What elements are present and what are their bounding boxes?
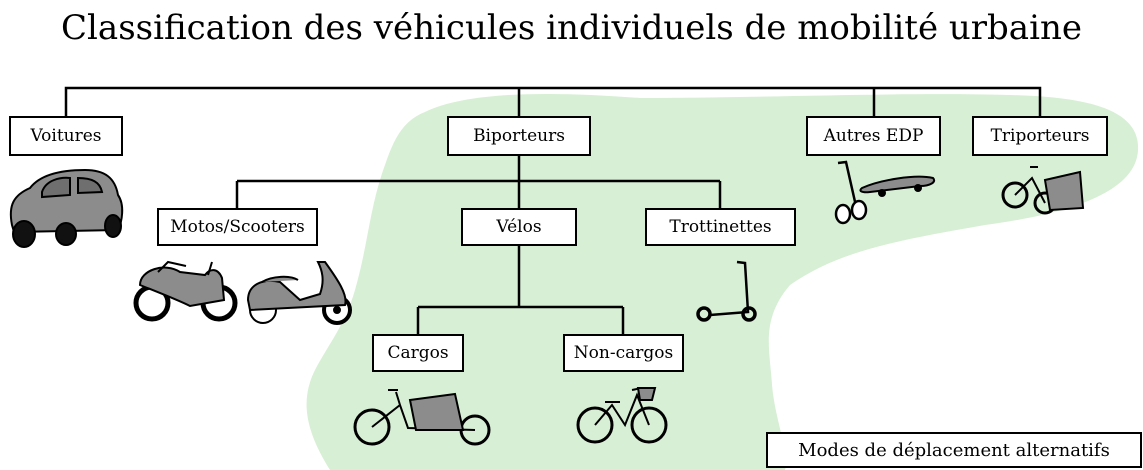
skateboard-icon	[859, 175, 936, 197]
node-non-cargos: Non-cargos	[563, 334, 684, 372]
tricycle-icon	[1001, 166, 1085, 215]
golf-trolley-icon	[834, 160, 868, 225]
tree-connectors	[64, 86, 1042, 334]
node-trottinettes: Trottinettes	[645, 208, 796, 246]
kick-scooter-icon	[696, 260, 757, 322]
node-cargos: Cargos	[372, 334, 464, 372]
cargo-bike-icon	[353, 389, 491, 446]
legend-box: Modes de déplacement alternatifs	[766, 432, 1142, 468]
scooter-icon	[246, 261, 352, 325]
node-motos-scooters: Motos/Scooters	[157, 208, 318, 246]
node-biporteurs: Biporteurs	[447, 116, 591, 156]
node-voitures: Voitures	[9, 116, 123, 156]
city-bike-icon	[576, 387, 668, 444]
motorcycle-icon	[133, 260, 238, 322]
node-autres-edp: Autres EDP	[806, 116, 941, 156]
node-velos: Vélos	[461, 208, 577, 246]
car-icon	[9, 168, 124, 248]
node-triporteurs: Triporteurs	[972, 116, 1108, 156]
alternative-modes-region	[306, 94, 1139, 470]
diagram-title: Classification des véhicules individuels…	[61, 8, 1082, 48]
